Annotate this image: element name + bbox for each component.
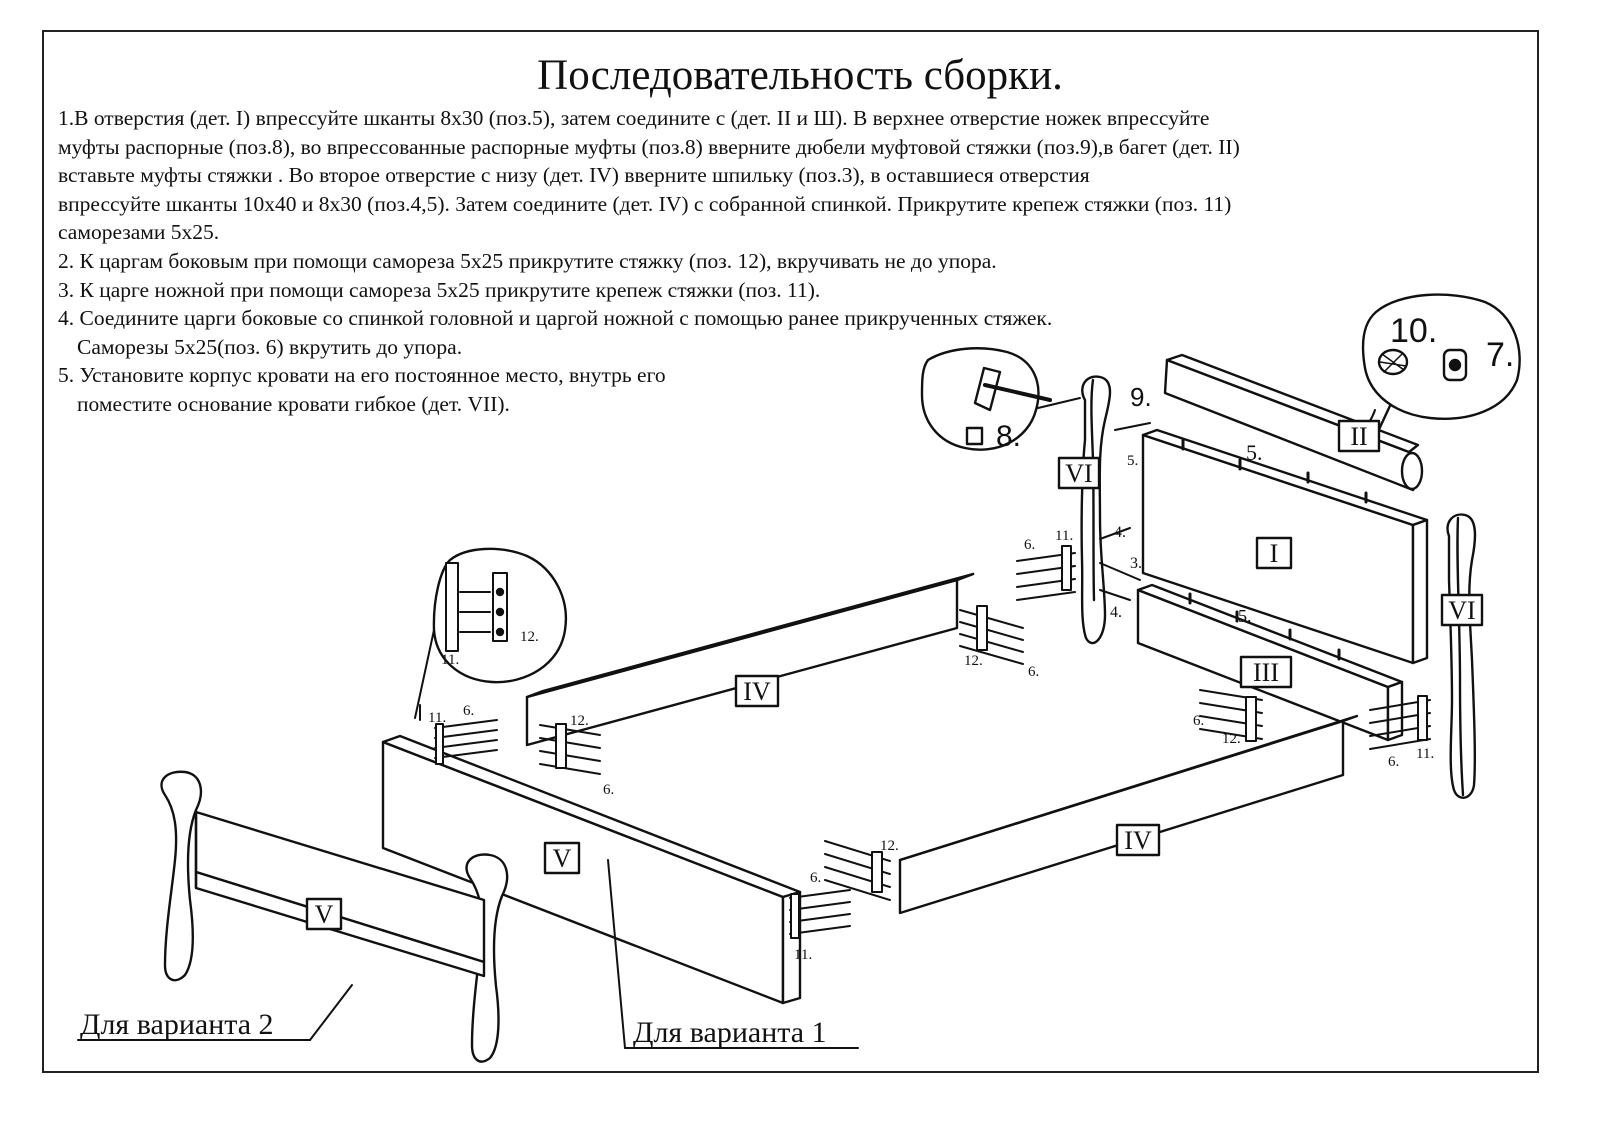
variant-1-label: Для варианта 1 xyxy=(633,1016,827,1049)
step-line: 4. Соедините царги боковые со спинкой го… xyxy=(58,306,1053,331)
callout-12-back-left: 12. xyxy=(570,713,589,729)
callout-6-headboard-left: 6. xyxy=(1024,537,1035,553)
callout-12-front-right: 12. xyxy=(1222,731,1241,747)
part-labels xyxy=(305,419,1484,931)
callout-7: 7. xyxy=(1486,336,1514,374)
side-rail-front-iv xyxy=(898,714,1359,915)
fasteners-back-right xyxy=(959,605,1024,665)
callout-6-front-middle: 6. xyxy=(810,870,821,886)
step-line: Саморезы 5x25(поз. 6) вкрутить до упора. xyxy=(77,334,463,359)
fasteners-headboard-right xyxy=(1369,695,1431,750)
headboard-leg-right-vi xyxy=(1446,513,1477,799)
step-line: 3. К царге ножной при помощи самореза 5x… xyxy=(58,277,821,302)
callout-9: 9. xyxy=(1130,382,1152,412)
part-label-iv-front: IV xyxy=(1124,826,1152,855)
callout-11-headboard-right: 11. xyxy=(1416,746,1434,762)
side-rail-back-iv xyxy=(525,572,975,747)
part-label-i: I xyxy=(1270,539,1279,568)
callout-10: 10. xyxy=(1390,312,1437,350)
callout-11-detail: 11. xyxy=(441,652,459,668)
fasteners-front-right xyxy=(1199,689,1263,742)
part-label-v-variant-1: V xyxy=(553,844,572,873)
assembly-steps: 1.В отверстия (дет. I) впрессуйте шканты… xyxy=(58,104,1518,419)
callout-11-front-middle: 11. xyxy=(794,947,812,963)
part-label-ii: II xyxy=(1350,422,1367,451)
part-label-vi-right: VI xyxy=(1448,596,1475,625)
page-frame xyxy=(42,30,1539,1073)
step-line: муфты распорные (поз.8), во впрессованны… xyxy=(58,134,1240,159)
callout-6-front-left: 6. xyxy=(463,703,474,719)
callout-12-detail: 12. xyxy=(520,629,539,645)
callout-12-front-middle: 12. xyxy=(880,838,899,854)
step-line: впрессуйте шканты 10x40 и 8x30 (поз.4,5)… xyxy=(58,191,1232,216)
page-title: Последовательность сборки. xyxy=(537,52,1063,99)
callout-6-headboard-right: 6. xyxy=(1388,754,1399,770)
callout-5-leg: 5. xyxy=(1127,453,1138,469)
hardware-detail-callout xyxy=(1344,293,1521,441)
callout-6-back-left: 6. xyxy=(603,782,614,798)
fasteners-back-left xyxy=(539,723,601,775)
bracket-detail-callout xyxy=(414,547,568,719)
callout-12-back-right: 12. xyxy=(964,653,983,669)
callout-4-top: 4. xyxy=(1114,524,1126,541)
callout-11-front-left: 11. xyxy=(428,710,446,726)
part-label-vi-left: VI xyxy=(1065,459,1092,488)
callout-5-bottom: 5. xyxy=(1238,606,1252,626)
step-line: саморезами 5x25. xyxy=(58,220,220,245)
callout-5-top: 5. xyxy=(1246,440,1263,465)
fasteners-front-middle xyxy=(789,840,891,939)
callout-4-bottom: 4. xyxy=(1110,604,1122,621)
variant-leaders xyxy=(77,859,859,1049)
fasteners-front-left xyxy=(419,704,498,765)
variant-2-label: Для варианта 2 xyxy=(80,1008,274,1041)
callout-3: 3. xyxy=(1130,555,1142,572)
fasteners-headboard-left xyxy=(1016,422,1151,601)
part-label-iv-back: IV xyxy=(743,677,771,706)
step-line: вставьте муфты стяжки . Во второе отверс… xyxy=(58,163,1090,188)
step-line: 5. Установите корпус кровати на его пост… xyxy=(58,363,666,388)
callout-6-back-right: 6. xyxy=(1028,664,1039,680)
callout-11-headboard-left: 11. xyxy=(1055,528,1073,544)
step-line: 1.В отверстия (дет. I) впрессуйте шканты… xyxy=(58,106,1210,130)
step-line: поместите основание кровати гибкое (дет.… xyxy=(77,391,510,416)
part-label-iii: III xyxy=(1253,658,1279,687)
footboard-variant-1-v xyxy=(381,734,802,1005)
part-label-v-variant-2: V xyxy=(315,900,334,929)
step-line: 2. К царгам боковым при помощи самореза … xyxy=(58,248,997,273)
callout-6-front-right: 6. xyxy=(1193,713,1204,729)
hammer-detail-callout xyxy=(920,347,1081,451)
callout-8: 8. xyxy=(996,420,1021,453)
